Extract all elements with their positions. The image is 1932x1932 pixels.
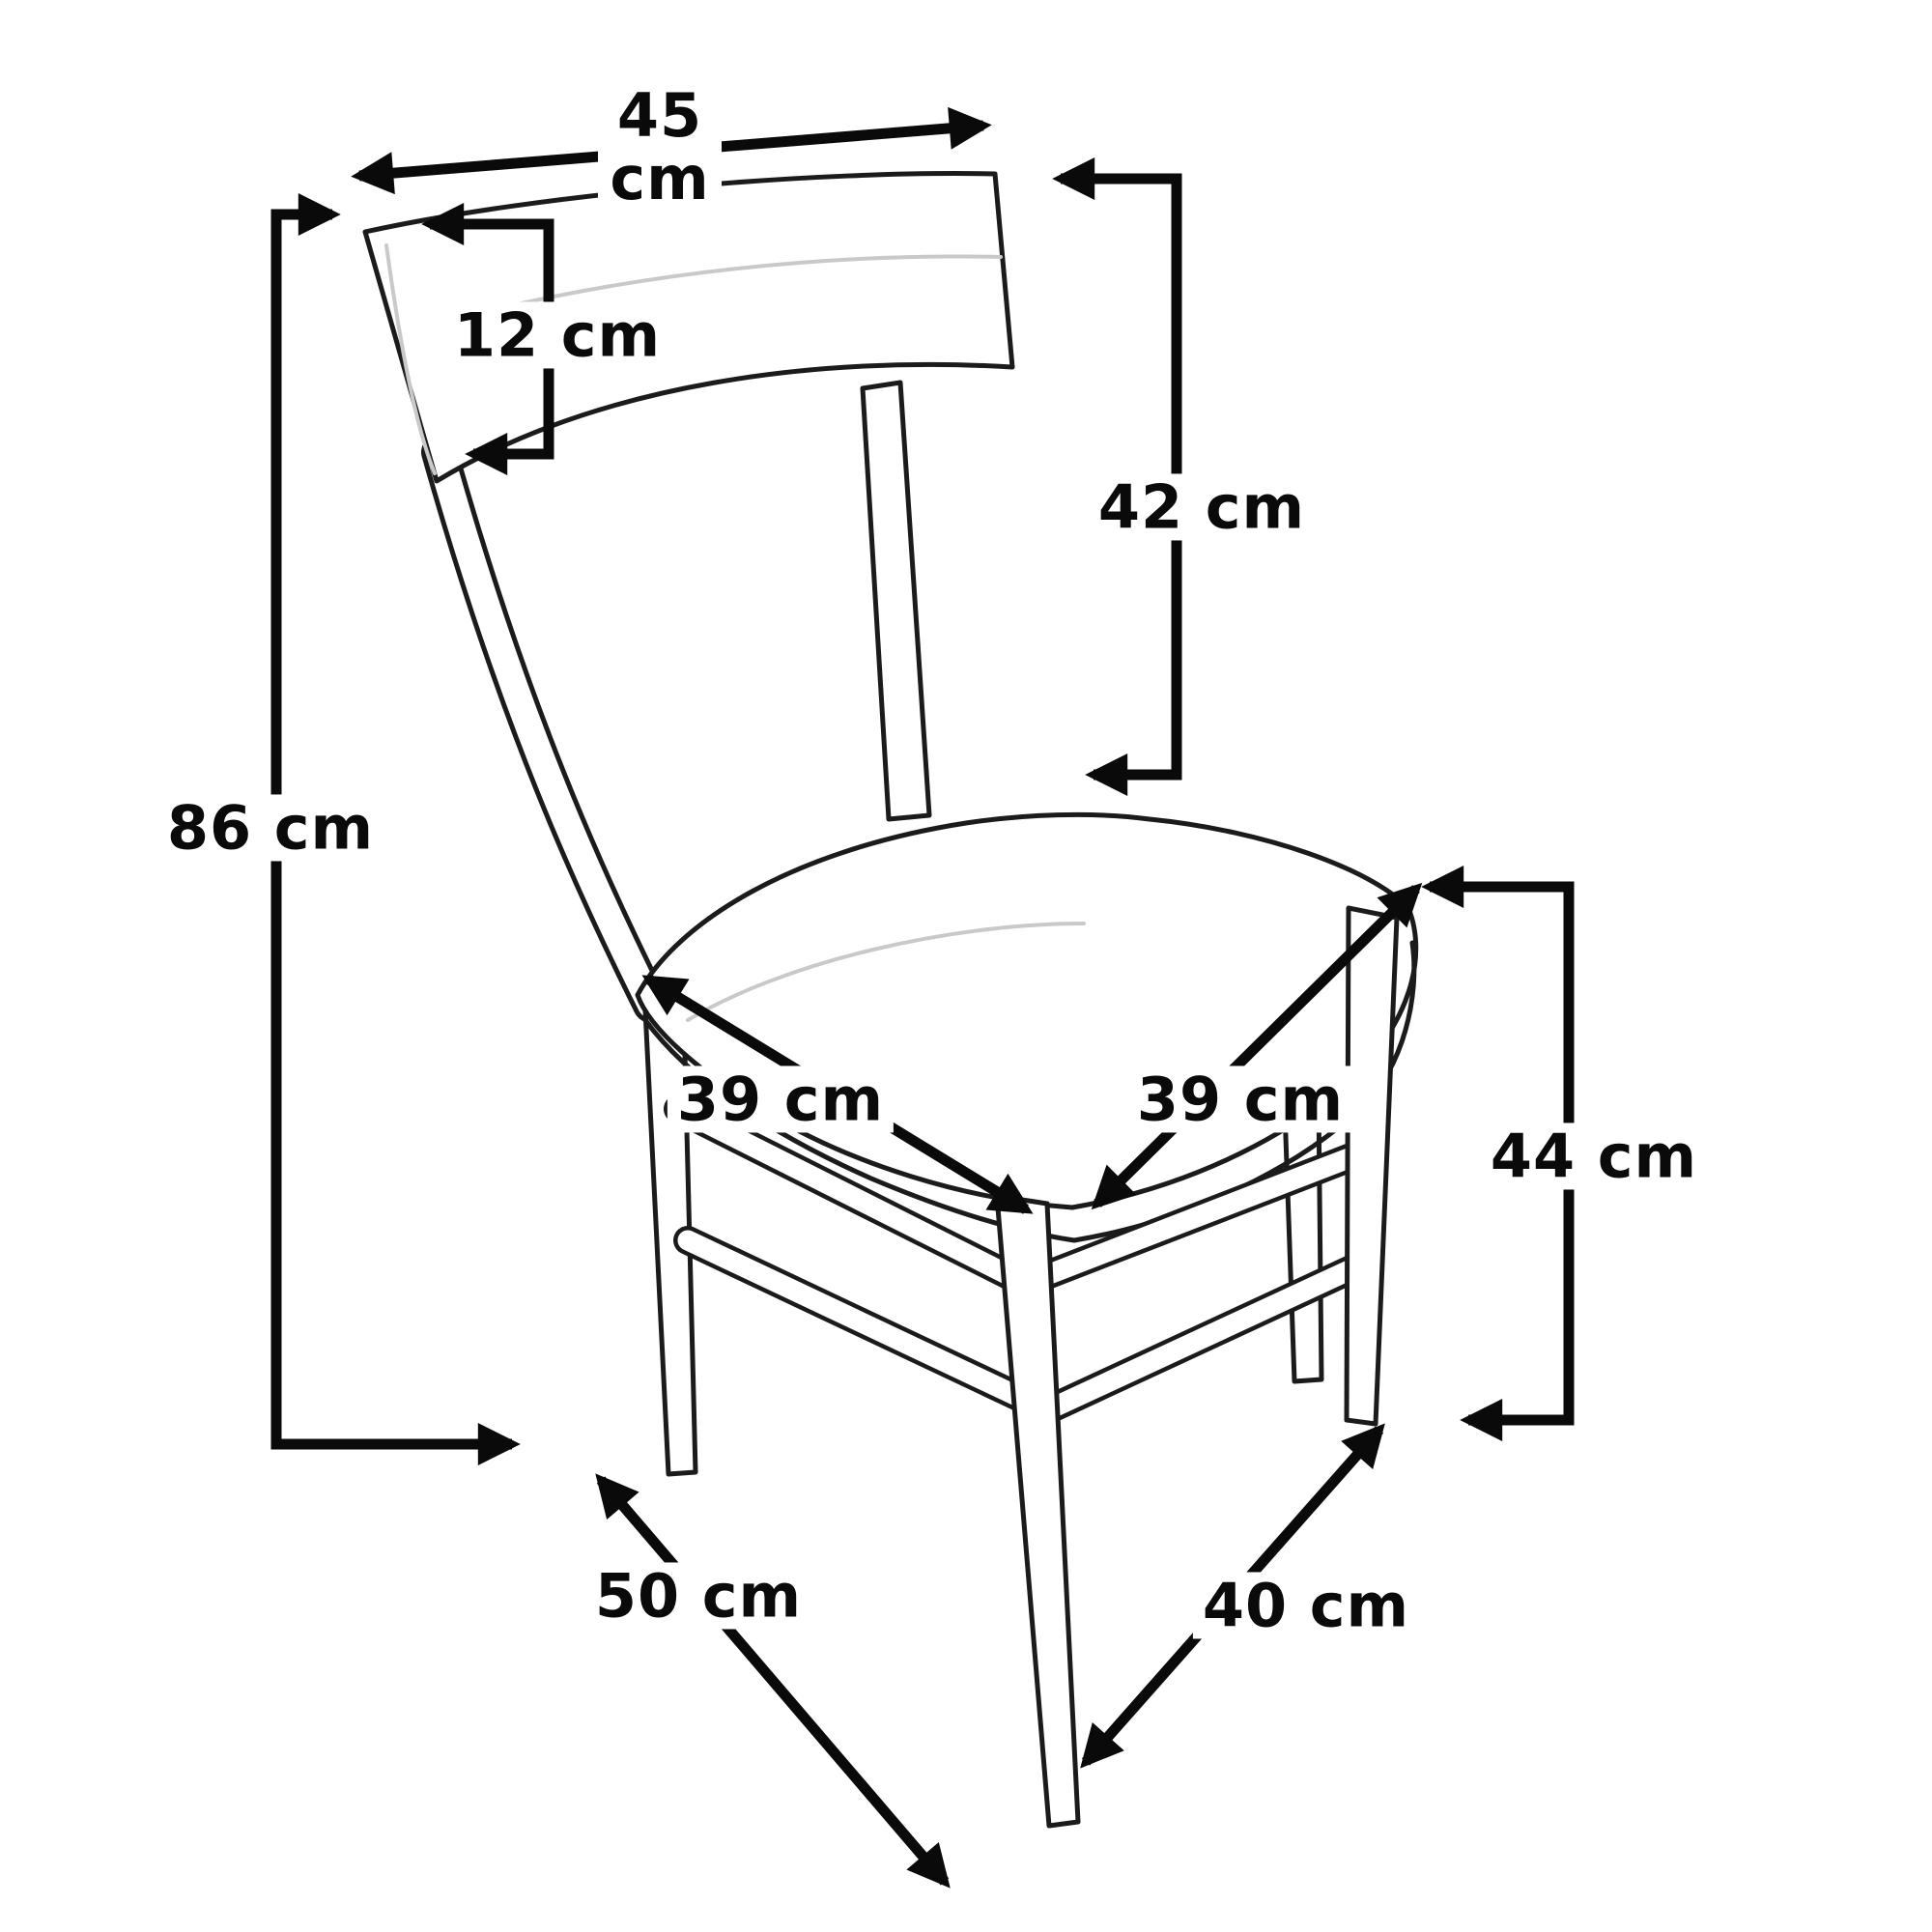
chair-backrest [362, 171, 1015, 484]
dimension-label-back-width: 45 cm [598, 84, 722, 210]
dimension-label-seat-depth: 39 cm [667, 1065, 895, 1133]
dimension-label-seat-to-back-top: 42 cm [1088, 473, 1316, 541]
chair-leg-front-left [994, 1193, 1081, 1829]
chair-backrest-contour-2 [454, 254, 1003, 321]
dimension-39-right-arrow [1091, 882, 1423, 1210]
dimension-label-backrest-height: 12 cm [443, 301, 671, 369]
chair-leg-front-right [1344, 905, 1400, 1427]
dimension-label-front-leg-spacing: 40 cm [1192, 1572, 1420, 1639]
dimension-label-base-depth: 50 cm [584, 1562, 812, 1630]
dimension-label-seat-height: 44 cm [1480, 1122, 1708, 1190]
dimension-label-seat-width: 39 cm [1126, 1065, 1354, 1133]
dimension-label-total-height: 86 cm [156, 794, 384, 862]
chair-stretcher-left-lower-fill [677, 1230, 1054, 1419]
dimension-50-arrow [595, 1473, 951, 1889]
chair-back-post-straight [860, 380, 932, 822]
chair-stretcher-front-lower-fill [1037, 1251, 1378, 1421]
